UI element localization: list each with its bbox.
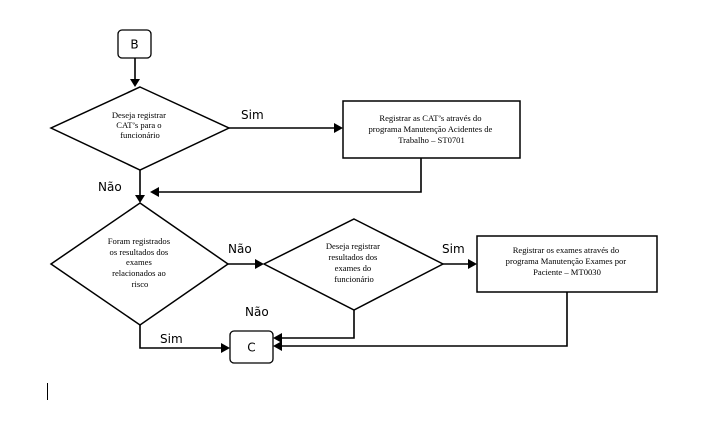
arrowhead <box>468 259 477 269</box>
process-register-exams-text: Registrar os exames através do programa … <box>506 245 629 277</box>
arrowhead <box>273 341 282 351</box>
decision-results-registered-text: Foram registrados os resultados dos exam… <box>108 236 172 289</box>
decision-register-cat: Deseja registrar CAT’s para o funcionári… <box>49 86 231 171</box>
process-register-cat-text: Registrar as CAT’s através do programa M… <box>368 113 494 145</box>
arrowhead <box>135 195 145 203</box>
arrowhead <box>334 123 343 133</box>
edge-process-cat-return <box>158 158 422 193</box>
edge-label-sim-3: Sim <box>160 332 183 346</box>
arrowhead <box>150 187 159 197</box>
edge-label-sim-2: Sim <box>442 242 465 256</box>
process-register-cat: Registrar as CAT’s através do programa M… <box>342 100 521 159</box>
arrowhead <box>130 79 140 87</box>
arrowhead <box>221 343 230 353</box>
edge-label-nao-3: Não <box>245 305 269 319</box>
decision-results-registered: Foram registrados os resultados dos exam… <box>49 202 230 326</box>
edge-sim-to-connector-c <box>139 325 222 349</box>
edge-nao-to-connector-c <box>281 310 355 339</box>
connector-c-label: C <box>247 341 255 355</box>
edge-label-sim-1: Sim <box>241 108 264 122</box>
text-cursor <box>47 383 48 400</box>
decision-register-exams: Deseja registrar resultados dos exames d… <box>262 218 445 311</box>
edge-process-exams-to-connector-c <box>281 292 568 347</box>
connector-c: C <box>229 330 274 364</box>
edge-label-nao-1: Não <box>98 180 122 194</box>
process-register-exams: Registrar os exames através do programa … <box>476 235 658 293</box>
connector-b-label: B <box>130 38 138 52</box>
arrowhead <box>255 259 264 269</box>
arrowhead <box>273 333 282 343</box>
decision-register-exams-text: Deseja registrar resultados dos exames d… <box>326 241 382 284</box>
edge-label-nao-2: Não <box>228 242 252 256</box>
decision-register-cat-text: Deseja registrar CAT’s para o funcionári… <box>112 110 168 140</box>
connector-b: B <box>117 29 152 59</box>
